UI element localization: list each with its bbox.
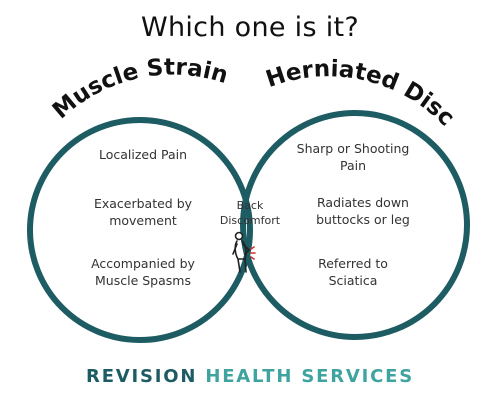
- left-item-exacerbated: Exacerbated by movement: [93, 196, 193, 228]
- footer-word-health: HEALTH: [205, 366, 294, 387]
- footer-brand: REVISION HEALTH SERVICES: [0, 366, 500, 387]
- right-circle-label: Herniated Disc: [263, 56, 460, 131]
- right-item-sharp-pain: Sharp or Shooting Pain: [296, 141, 410, 173]
- left-item-localized-pain: Localized Pain: [98, 147, 188, 162]
- page-title: Which one is it?: [140, 12, 360, 43]
- footer-word-revision: REVISION: [86, 366, 198, 387]
- back-pain-person-icon: [232, 231, 256, 273]
- left-item-muscle-spasms: Accompanied by Muscle Spasms: [91, 256, 195, 288]
- footer-word-services: SERVICES: [301, 366, 414, 387]
- right-item-radiates: Radiates down buttocks or leg: [316, 195, 410, 227]
- overlap-label: Back Discomfort: [219, 199, 281, 227]
- right-item-sciatica: Referred to Sciatica: [318, 256, 388, 288]
- left-circle-label: Muscle Strain: [48, 54, 231, 124]
- right-circle: [240, 110, 470, 340]
- left-circle: [27, 117, 253, 343]
